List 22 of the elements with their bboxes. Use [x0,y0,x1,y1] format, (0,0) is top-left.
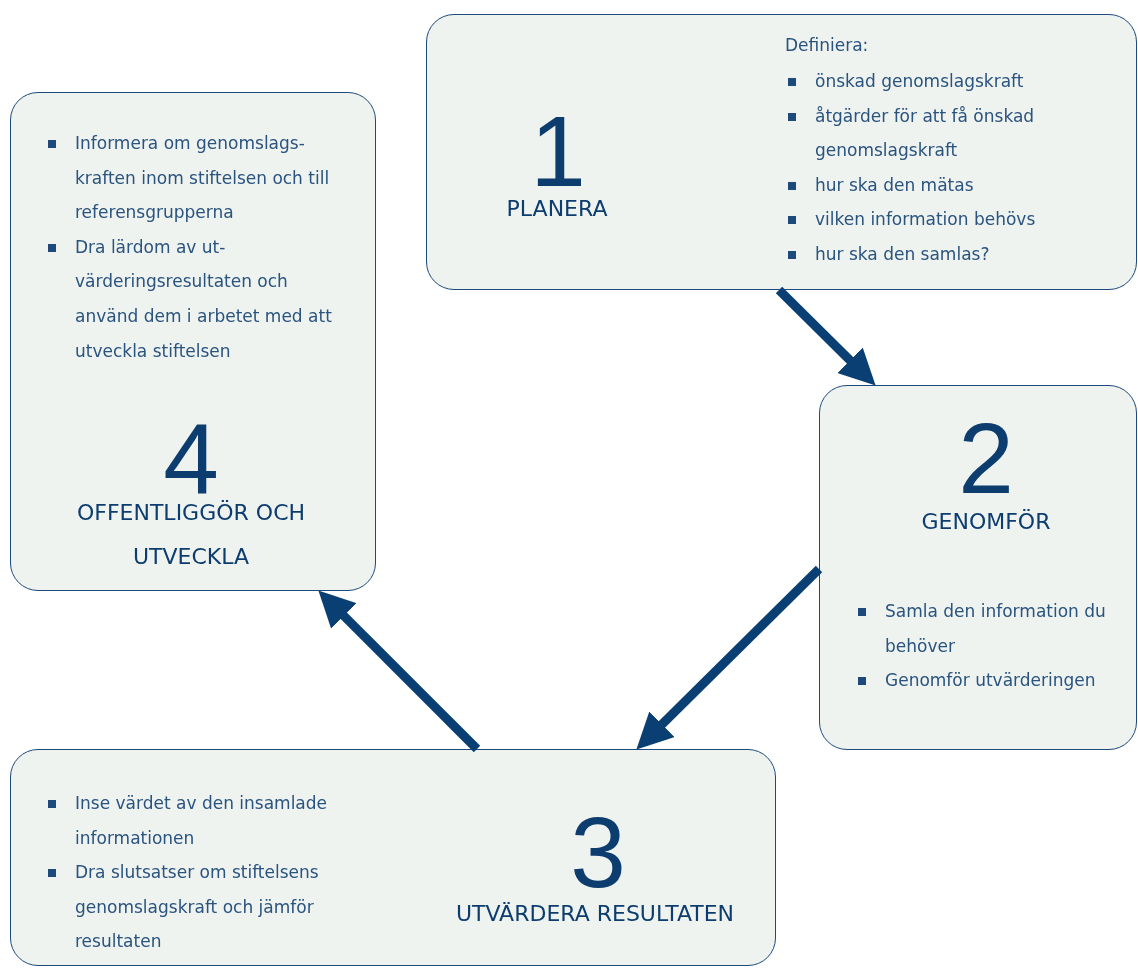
bullet-text: hur ska den samlas? [815,243,990,264]
bullet-text: Samla den information du behöver [885,601,1106,656]
step-number: 2 [958,408,1014,508]
step-title: GENOMFÖR [920,508,1052,536]
arrow [636,565,823,750]
bullet-text: Genomför utvärderingen [885,670,1096,691]
step-box [10,92,376,591]
bullet-text: önskad genomslagskraft [815,71,1024,91]
bullet-text: Informera om genomslags- kraften inom stiftelsen och till referensgrupperna [75,133,330,223]
step-box [426,14,1137,290]
bullet-text: Inse värdet av den insamlade informationen [75,793,328,848]
bullet-text: Dra lärdom av ut- värderingsresultaten och använd dem i arbetet med att utveckla stiftelsen [75,236,332,361]
arrow [775,286,876,386]
bullet-text: vilken information behövs [815,209,1036,230]
bullet-text: Dra slutsatser om stiftelsens genomslagskraft och jämför resultaten [75,862,319,952]
step-number: 3 [570,802,626,902]
step-title: UTVÄRDERA RESULTATEN [454,900,736,928]
step-box [10,749,776,966]
list-heading: Definiera: [785,34,869,57]
arrow [318,590,481,753]
step-box [819,385,1137,750]
bullet-text: hur ska den mätas [815,174,974,195]
